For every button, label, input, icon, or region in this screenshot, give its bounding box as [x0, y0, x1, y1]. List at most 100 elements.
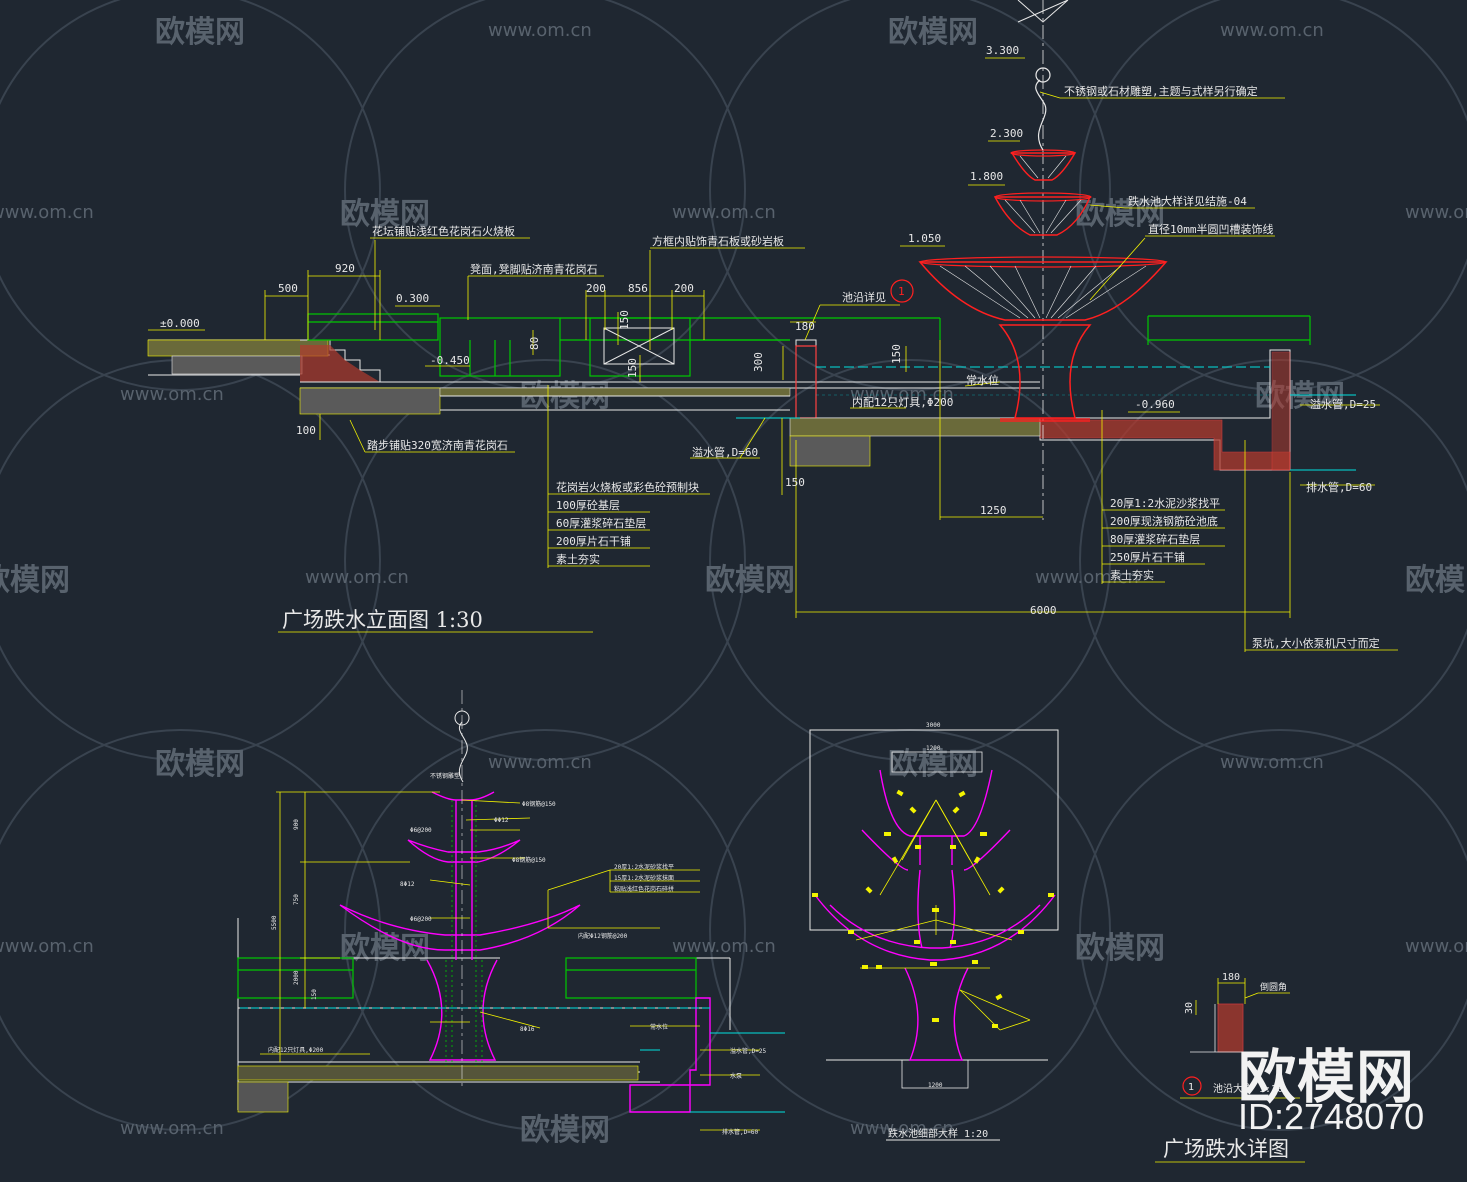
- watermark-brand: 欧模网: [0, 563, 70, 598]
- detail-label-rebar-8: 内配Φ12钢筋@200: [578, 932, 628, 940]
- note-pool-edge-ref: 1: [898, 285, 905, 298]
- detail-dim-150: 150: [311, 989, 318, 1000]
- level-450: -0.450: [430, 354, 470, 367]
- watermark-text-layer: 欧模网 www.om.cn 欧模网 www.om.cn www.om.cn 欧模…: [0, 15, 1467, 1148]
- watermark-brand: 欧模网: [155, 15, 245, 50]
- level-300: 0.300: [396, 292, 429, 305]
- watermark-url: www.om.cn: [672, 202, 776, 223]
- note-box: 方框内贴饰青石板或砂岩板: [652, 234, 784, 248]
- dimension-lines-elevation: [148, 57, 1398, 652]
- dim-80: 80: [528, 337, 541, 350]
- dim-6000: 6000: [1030, 604, 1057, 617]
- bowl-detail: 3000 1200 1200 跌水池细部大样 1:20: [809, 722, 1059, 1141]
- paving-left: [147, 339, 1040, 415]
- note-lighting: 内配12只灯具,Φ200: [852, 395, 953, 409]
- edge-note: 倒圆角: [1260, 981, 1287, 993]
- dim-300: 300: [752, 352, 765, 372]
- note-water-level: 常水位: [966, 373, 999, 387]
- dim-100: 100: [296, 424, 316, 437]
- note-pump: 泵坑,大小依泵机尺寸而定: [1252, 636, 1380, 650]
- watermark-url: www.om.cn: [672, 936, 776, 957]
- elevation-title: 广场跌水立面图 1:30: [282, 608, 483, 632]
- dim-150a: 150: [618, 310, 631, 330]
- dim-180: 180: [795, 320, 815, 333]
- detail-label-rebar-3: Φ8钢筋@150: [512, 856, 546, 864]
- watermark-url: www.om.cn: [120, 384, 224, 405]
- detail-label-water: 常水位: [650, 1023, 668, 1031]
- layer-right-3: 80厚灌浆碎石垫层: [1110, 532, 1200, 546]
- watermark-url: www.om.cn: [1405, 202, 1467, 223]
- edge-detail-title: 池沿大样 1:10: [1213, 1082, 1283, 1095]
- fountain-sculpture: [918, 0, 1168, 520]
- layer-right-5: 素土夯实: [1110, 568, 1154, 582]
- note-pool-edge: 池沿详见: [842, 290, 886, 304]
- level-1800: 1.800: [970, 170, 1003, 183]
- watermark-brand: 欧模网: [155, 747, 245, 782]
- dim-150c: 150: [626, 358, 639, 378]
- watermark-brand: 欧模网: [340, 931, 430, 966]
- layer-left-5: 素土夯实: [556, 552, 600, 566]
- elevation-labels: ±0.000 0.300 -0.450 1.050 1.800 2.300 3.…: [160, 44, 1380, 650]
- planter-bench: [307, 313, 1311, 377]
- note-bowl-ref: 跌水池大样详见结施-04: [1128, 194, 1247, 208]
- bowl-detail-title: 跌水池细部大样 1:20: [888, 1127, 988, 1140]
- edge-ref-number: 1: [1188, 1082, 1194, 1093]
- watermark-brand: 欧模网: [1075, 931, 1165, 966]
- watermark-brand: 欧模网: [520, 1113, 610, 1148]
- detail-dim-750: 750: [293, 894, 300, 905]
- edge-detail: 1 池沿大样 1:10 180 30 倒圆角 广场跌水详图: [1155, 972, 1305, 1163]
- brand-logo: 欧模网: [1238, 1043, 1416, 1111]
- watermark-url: www.om.cn: [1035, 567, 1139, 588]
- layer-left-2: 100厚砼基层: [556, 499, 620, 512]
- detail-label-rebar-2: ΦΦ12: [494, 817, 509, 824]
- dim-1250: 1250: [980, 504, 1007, 517]
- detail-label-drain: 排水管,D=60: [722, 1128, 758, 1136]
- watermark-brand: 欧模网: [888, 15, 978, 50]
- detail-label-overflow: 溢水管,D=25: [730, 1047, 766, 1055]
- edge-dim-180: 180: [1222, 972, 1240, 983]
- layer-left-1: 花岗岩火烧板或彩色砼预制块: [556, 480, 699, 494]
- watermark-url: www.om.cn: [0, 936, 94, 957]
- watermark-url: www.om.cn: [850, 384, 954, 405]
- detail-label-rebar-1: Φ8钢筋@150: [522, 800, 556, 808]
- dim-200b: 200: [674, 282, 694, 295]
- watermark-url: www.om.cn: [488, 752, 592, 773]
- note-groove: 直径10mm半圆凹槽装饰线: [1148, 222, 1274, 236]
- layer-right-4: 250厚片石干铺: [1110, 551, 1185, 564]
- detail-ref-marker: [890, 279, 914, 303]
- elevation-view: ±0.000 0.300 -0.450 1.050 1.800 2.300 3.…: [147, 0, 1398, 652]
- watermark-url: www.om.cn: [0, 202, 94, 223]
- note-sculpture: 不锈钢或石材雕塑,主题与式样另行确定: [1064, 84, 1258, 98]
- detail-label-rebar-4: 8Φ12: [400, 881, 415, 888]
- watermark-brand: 欧模网: [340, 197, 430, 232]
- watermark-url: www.om.cn: [850, 1118, 954, 1139]
- detail-dim-2000: 2000: [293, 970, 300, 985]
- detail-note-1: 20厚1:2水泥砂浆找平: [614, 863, 674, 871]
- sheet-title: 广场跌水详图: [1163, 1137, 1289, 1161]
- dim-856: 856: [628, 282, 648, 295]
- note-overflow-left: 溢水管,D=60: [692, 445, 758, 459]
- dim-150d: 150: [785, 476, 805, 489]
- watermark-brand: 欧模网: [1405, 563, 1467, 598]
- detail-label-rebar-6: Φ6@200: [410, 916, 432, 923]
- dim-150b: 150: [890, 344, 903, 364]
- bowl-dim-1200: 1200: [926, 745, 941, 752]
- detail-label-pump: 水泵: [730, 1072, 742, 1080]
- detail-section: 不锈钢雕塑 Φ8钢筋@150 ΦΦ12 Φ8钢筋@150 8Φ12 Φ6@200…: [237, 690, 785, 1136]
- detail-label-rebar-7: 8Φ16: [520, 1026, 535, 1033]
- bowl-dim-1200b: 1200: [928, 1082, 943, 1089]
- layer-right-2: 200厚现浇钢筋砼池底: [1110, 514, 1218, 528]
- bowl-dim-3000: 3000: [926, 722, 941, 729]
- pool-structure: [736, 339, 1356, 471]
- detail-label-sculpture: 不锈钢雕塑: [430, 772, 460, 780]
- dim-200a: 200: [586, 282, 606, 295]
- watermark-url: www.om.cn: [488, 20, 592, 41]
- watermark-brand: 欧模网: [888, 747, 978, 782]
- brand-watermark: 欧模网 ID:2748070: [1232, 1030, 1462, 1140]
- detail-note-2: 15厚1:2水泥砂浆抹面: [614, 874, 674, 882]
- watermark-url: www.om.cn: [1220, 20, 1324, 41]
- level-1050: 1.050: [908, 232, 941, 245]
- level-3300: 3.300: [986, 44, 1019, 57]
- layer-left-4: 200厚片石干铺: [556, 535, 631, 548]
